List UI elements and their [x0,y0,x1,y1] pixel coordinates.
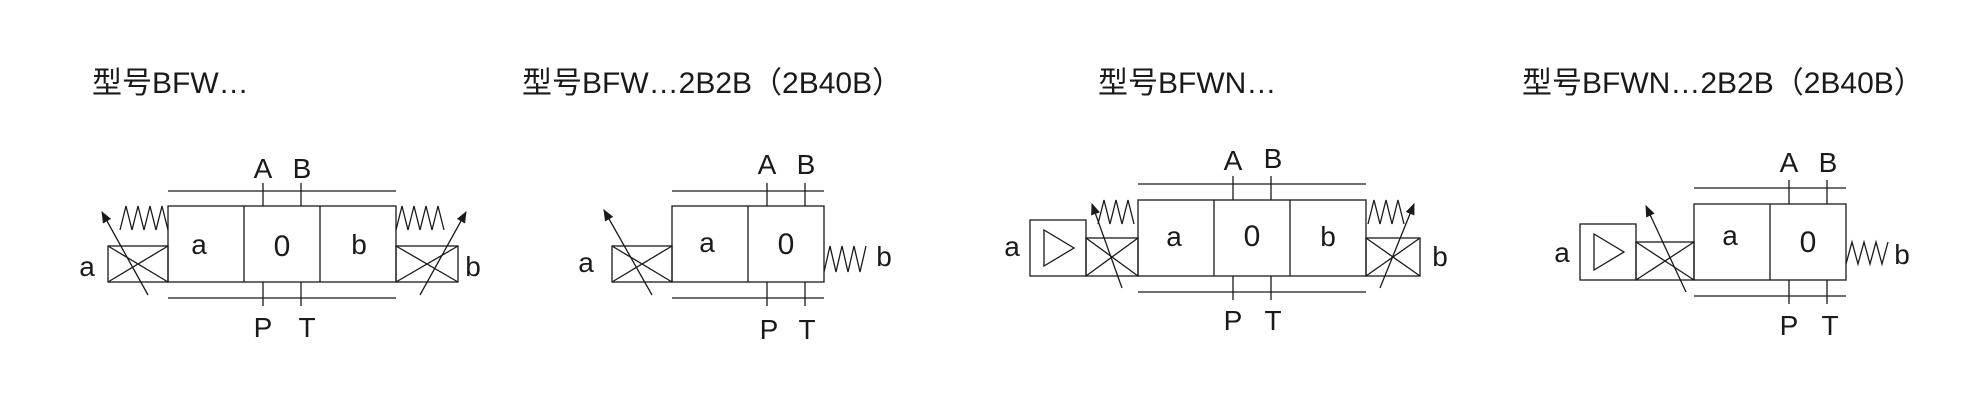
solenoid-left [611,245,673,283]
port-b: B [1819,147,1838,178]
title-bfw: 型号BFW… [92,67,249,100]
port-a: A [758,149,777,180]
title-bfw-2b2b: 型号BFW…2B2B（2B40B） [522,67,903,100]
side-label-left: a [79,251,95,282]
port-t: T [798,314,815,345]
pilot-triangle-left-icon [1593,232,1626,272]
position-0: 0 [778,228,795,261]
port-p: P [254,312,273,343]
spring-right [1845,239,1889,267]
spring-right [395,205,445,231]
port-t: T [298,312,315,343]
variable-arrow-left [603,208,653,296]
side-label-left: a [1554,237,1570,268]
variable-arrow-left [1645,204,1687,293]
spring-left [1097,199,1135,225]
position-a: a [1722,220,1738,251]
port-p: P [1224,305,1243,336]
diagram-bfw: A B P T a 0 b a b [79,153,481,343]
port-b: B [797,149,816,180]
position-a: a [699,227,715,258]
variable-arrow-left [101,210,149,296]
solenoid-left [1635,241,1695,281]
port-a: A [1780,147,1799,178]
position-b: b [351,229,367,260]
side-label-right: b [1432,241,1448,272]
diagram-bfw-2b2b: A B P T a 0 a b [578,149,892,345]
port-p: P [1780,310,1799,341]
side-label-left: a [1004,231,1020,262]
side-label-left: a [578,247,594,278]
position-0: 0 [1800,226,1817,259]
solenoid-left [107,245,169,283]
port-b: B [1264,143,1283,174]
position-b: b [1320,221,1336,252]
position-0: 0 [1244,220,1261,253]
pilot-left [1029,219,1087,277]
variable-arrow-right [1379,202,1415,289]
side-label-right: b [465,251,481,282]
spring-right [823,245,867,273]
port-b: B [293,153,312,184]
side-label-right: b [1894,239,1910,270]
diagram-bfwn-2b2b: A B P T a 0 a b [1554,147,1910,341]
diagram-bfwn: A B P T a 0 b a b [1004,143,1448,336]
port-t: T [1821,310,1838,341]
variable-arrow-right [419,210,467,296]
pilot-triangle-left-icon [1043,228,1076,268]
side-label-right: b [876,241,892,272]
port-a: A [254,153,273,184]
title-bfwn-2b2b: 型号BFWN…2B2B（2B40B） [1522,67,1924,100]
title-bfwn: 型号BFWN… [1098,67,1277,100]
port-a: A [1224,145,1243,176]
solenoid-left [1085,237,1139,277]
spring-right [1367,199,1405,225]
port-t: T [1264,305,1281,336]
solenoid-right [1365,237,1421,277]
variable-arrow-left [1091,202,1123,289]
pilot-left [1579,223,1637,281]
spring-left [119,205,169,231]
position-0: 0 [274,230,291,263]
valve-body [167,205,397,283]
port-p: P [760,314,779,345]
position-a: a [1166,221,1182,252]
position-a: a [191,229,207,260]
